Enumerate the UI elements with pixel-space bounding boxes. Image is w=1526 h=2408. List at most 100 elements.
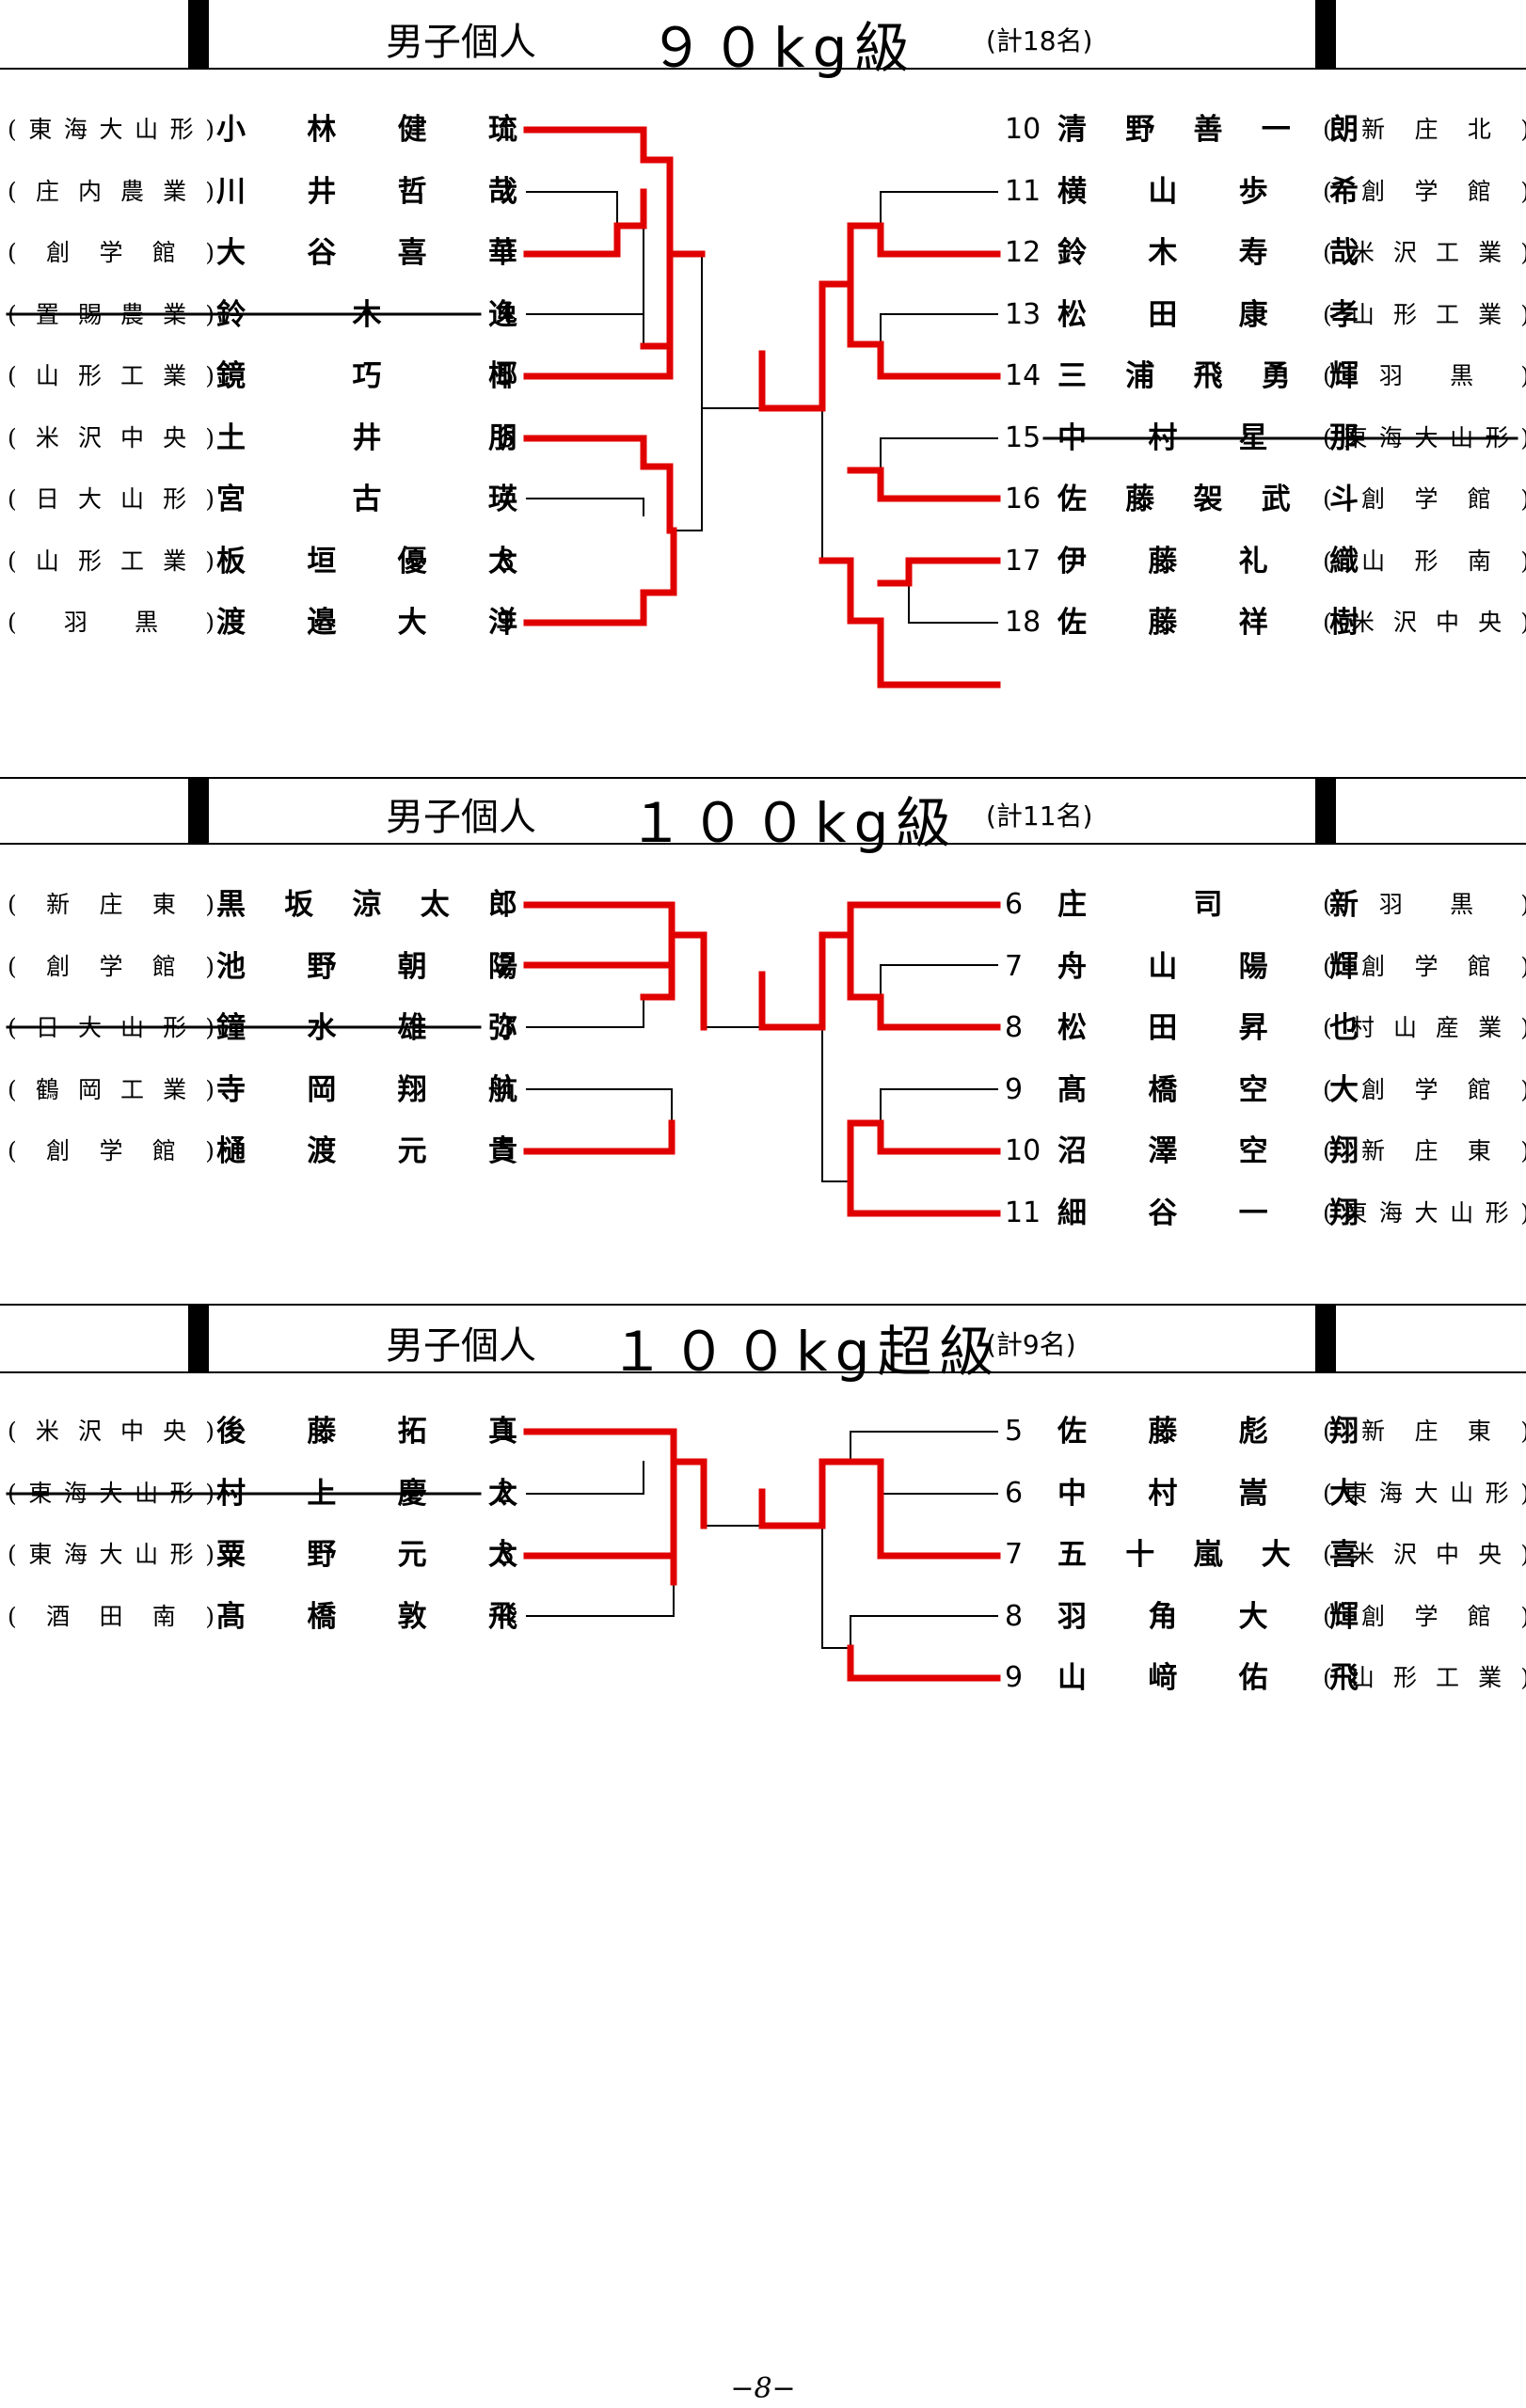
athlete-name: 中村嵩大 (1057, 1476, 1359, 1511)
bracket-win-line (847, 1119, 1001, 1185)
school-name: (創学館) (1323, 1075, 1526, 1103)
athlete-name: 宮古瑛 (216, 483, 517, 516)
school-name: (創学館) (8, 239, 215, 266)
bracket-line (526, 498, 644, 516)
seed-number: 3 (497, 236, 516, 269)
seed-number: 6 (497, 420, 516, 454)
section-title: 男子個人 (386, 21, 536, 64)
header-bar-right (1315, 0, 1336, 68)
bracket-win-line (847, 280, 1001, 380)
school-name: (酒田南) (8, 1602, 215, 1630)
weight-class: １００kg級 (628, 791, 959, 855)
school-name: (新庄東) (1323, 1137, 1526, 1164)
bracket-line (673, 253, 703, 531)
bracket-win-line (877, 1458, 1001, 1560)
athlete-name: 鈴木寿哉 (1057, 236, 1359, 270)
seed-number: 2 (497, 1476, 516, 1510)
section-title: 男子個人 (386, 796, 536, 839)
school-name: (羽黒) (1323, 362, 1526, 389)
bracket-win-line (847, 1178, 1001, 1217)
bracket-win-line (847, 222, 1001, 258)
athlete-name: 細谷一翔 (1057, 1196, 1359, 1230)
header-bar-left (188, 1304, 209, 1371)
athlete-name: 五十嵐大喜 (1057, 1538, 1359, 1572)
weight-class: ９０kg級 (649, 16, 917, 80)
seed-number: 12 (1005, 236, 1041, 269)
seed-number: 11 (1005, 1196, 1041, 1229)
bracket-line (821, 1026, 851, 1182)
bracket-line (821, 1525, 851, 1649)
school-name: (創学館) (1323, 485, 1526, 513)
athlete-name: 佐藤袈武斗 (1057, 483, 1359, 516)
school-name: (日大山形) (8, 485, 215, 513)
bracket-win-line (523, 1552, 677, 1586)
seed-number: 6 (1005, 1476, 1024, 1510)
seed-number: 9 (1005, 1072, 1024, 1106)
seed-number: 4 (497, 297, 516, 331)
athlete-name: 伊藤礼織 (1057, 544, 1359, 578)
seed-number: 5 (1005, 1415, 1024, 1448)
school-name: (創学館) (8, 952, 215, 980)
section-header: 男子個人 ９０kg級 (計18名) (0, 11, 1526, 80)
school-name: (庄内農業) (8, 177, 215, 205)
seed-number: 9 (1005, 1661, 1024, 1694)
seed-number: 14 (1005, 359, 1041, 392)
seed-number: 8 (1005, 1011, 1024, 1044)
athlete-name: 舟山陽輝 (1057, 949, 1359, 984)
bracket-line (703, 1461, 763, 1527)
bracket-line (850, 1431, 998, 1463)
bracket-win-line (523, 188, 647, 258)
bracket-win-line (847, 1644, 1001, 1682)
athlete-name: 樋渡元貴 (216, 1134, 517, 1168)
bracket-win-line (819, 557, 1001, 689)
bracket-line (526, 1581, 675, 1617)
seed-number: 1 (497, 113, 516, 146)
school-name: (鶴岡工業) (8, 1075, 215, 1103)
athlete-name: 粟野元太 (216, 1538, 517, 1572)
seed-number: 13 (1005, 297, 1041, 331)
athlete-name: 黒坂涼太郎 (216, 888, 517, 922)
athlete-name: 髙橋敦飛 (216, 1599, 517, 1634)
school-name: (東海大山形) (8, 1541, 215, 1568)
bracket-win-line (847, 467, 1001, 502)
bracket-win-line (523, 435, 674, 534)
seed-number: 6 (1005, 888, 1024, 921)
athlete-name: 横山歩希 (1057, 174, 1359, 209)
seed-number: 3 (497, 1011, 516, 1044)
seed-number: 1 (497, 1415, 516, 1448)
header-rule-top (0, 1304, 1526, 1306)
athlete-name: 小林健琉 (216, 113, 517, 147)
athlete-name: 土井朋 (216, 420, 517, 455)
athlete-name: 後藤拓真 (216, 1415, 517, 1449)
seed-number: 7 (497, 483, 516, 515)
athlete-name: 沼澤空翔 (1057, 1134, 1359, 1168)
school-name: (創学館) (1323, 952, 1526, 980)
athlete-name: 渡邉大洋 (216, 606, 517, 640)
bracket-line (880, 1088, 998, 1124)
school-name: (山形南) (1323, 547, 1526, 575)
